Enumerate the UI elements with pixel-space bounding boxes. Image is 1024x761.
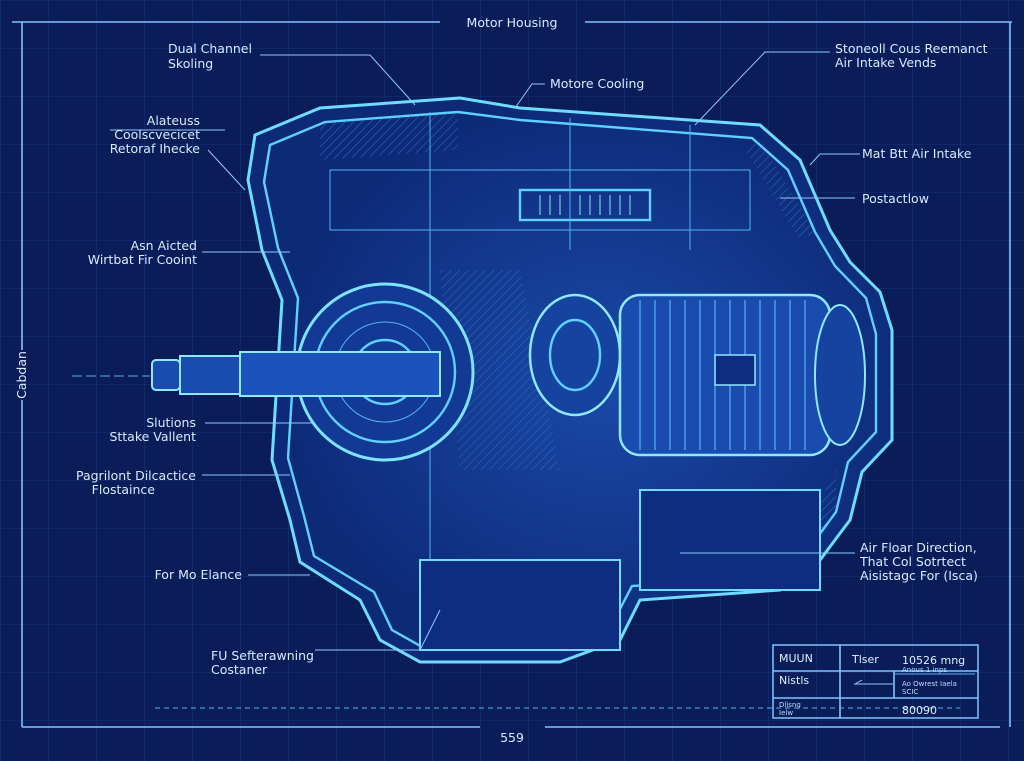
title-block-r3c1-sub: Ielw bbox=[779, 709, 793, 717]
title-block bbox=[772, 644, 979, 719]
side-dimension: Cabdan bbox=[14, 351, 29, 399]
title-block-r1c1: MUUN bbox=[779, 652, 813, 665]
leader-lines bbox=[110, 51, 860, 651]
title-block-r2c1: Nistls bbox=[779, 674, 809, 687]
bottom-dimension: 559 bbox=[500, 730, 524, 745]
drawing-frame bbox=[12, 21, 1012, 728]
label-for-moelance: For Mo Elance bbox=[155, 567, 243, 582]
rotor-stator bbox=[528, 293, 866, 457]
label-mat-air-intake: Mat Btt Air Intake bbox=[862, 146, 972, 161]
title-block-r3c1: Dlisng bbox=[779, 701, 801, 709]
title-block-r1c2: Tlser bbox=[851, 653, 879, 666]
label-motore-cooling: Motore Cooling bbox=[550, 76, 644, 91]
title-block-r2c3-sub: SCIC bbox=[902, 688, 918, 696]
motor-shaft bbox=[72, 351, 441, 397]
title-block-r2c3: Ao Owrest Iaela bbox=[902, 680, 957, 688]
title-block-r1c3: 10526 mng bbox=[902, 654, 965, 667]
title-block-r3c3: 80090 bbox=[902, 704, 937, 717]
title-block-r1c3-sub: Anous 1 inps bbox=[902, 666, 947, 674]
drawing-title: Motor Housing bbox=[467, 15, 558, 30]
label-postactlow: Postactlow bbox=[862, 191, 929, 206]
